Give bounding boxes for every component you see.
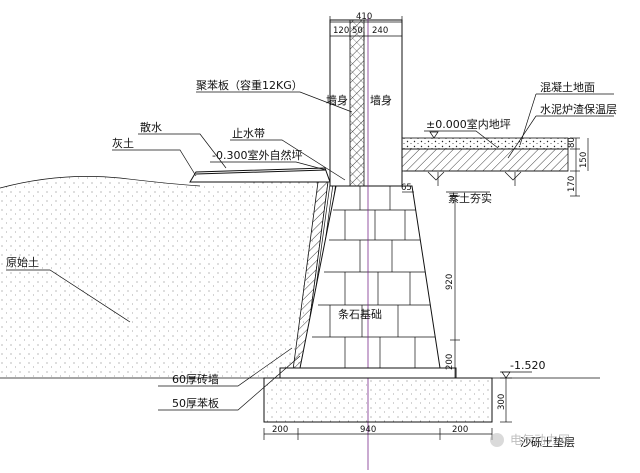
label-board-50: 50厚苯板: [172, 396, 219, 410]
label-sand-cushion: 沙砾土垫层: [520, 435, 575, 449]
soil-surface-line: [0, 176, 201, 189]
dim-floor-150: 150: [579, 152, 589, 168]
label-slag-insulation: 水泥炉渣保温层: [540, 102, 617, 116]
cushion-dimension: 300: [497, 377, 512, 423]
original-soil-area: [0, 176, 320, 378]
leader-lines: [6, 91, 614, 411]
label-apron: 散水: [140, 120, 162, 134]
dim-wall-left: 120: [333, 26, 349, 36]
label-indoor-floor: ±0.000室内地坪: [426, 117, 511, 131]
label-wall-left: 墙身: [326, 93, 348, 107]
dim-bottom-mid: 940: [360, 425, 376, 435]
right-dimensions: 80 150 170: [567, 137, 589, 197]
label-outdoor-grade: -0.300室外自然坪: [212, 148, 302, 162]
wall-body: [329, 19, 403, 187]
step-dimension: 65: [401, 183, 414, 193]
label-waterstop: 止水带: [232, 127, 265, 140]
label-strip-foundation: 条石基础: [338, 307, 382, 321]
apron-slab: [189, 167, 331, 183]
dim-foundation-920: 920: [445, 274, 455, 290]
dim-base-200: 200: [445, 354, 455, 370]
foundation-height-dimension: 920 200: [445, 195, 460, 379]
label-polystyrene-board: 聚苯板（容重12KG）: [196, 78, 303, 92]
elevation-marker-indoor: [429, 131, 439, 139]
dim-wall-total: 410: [356, 12, 372, 22]
label-original-soil: 原始土: [6, 255, 39, 269]
wall-insulation-core-x: [350, 20, 364, 186]
dim-floor-80: 80: [567, 137, 577, 148]
label-elevation-bottom: -1.520: [510, 359, 545, 372]
watermark-text: 电气动力网: [510, 432, 570, 447]
dim-step-65: 65: [401, 183, 412, 193]
compacted-soil-symbol: [427, 171, 522, 186]
sand-cushion-layer: [263, 377, 493, 423]
bottom-dimensions: 200 940 200: [263, 425, 493, 440]
label-concrete-floor: 混凝土地面: [540, 80, 595, 94]
watermark: 电气动力网: [490, 432, 570, 447]
label-wall-right: 墙身: [370, 93, 392, 107]
dim-wall-right: 240: [372, 26, 388, 36]
label-lime-soil: 灰土: [112, 136, 134, 150]
elevation-marker-bottom: [501, 371, 511, 379]
concrete-floor-layer: [401, 137, 569, 150]
top-dimensions: 410 120 50 240: [329, 12, 403, 40]
dim-bottom-right: 200: [452, 425, 468, 435]
dim-bottom-left: 200: [272, 425, 288, 435]
label-compacted-soil: 素土夯实: [448, 191, 492, 205]
dim-cushion-300: 300: [497, 394, 507, 410]
dim-wall-mid: 50: [352, 26, 363, 36]
slag-insulation-layer: [401, 148, 569, 172]
dim-floor-170: 170: [567, 176, 577, 192]
label-brick-wall-60: 60厚砖墙: [172, 372, 219, 386]
stone-block-lines: [312, 186, 435, 368]
